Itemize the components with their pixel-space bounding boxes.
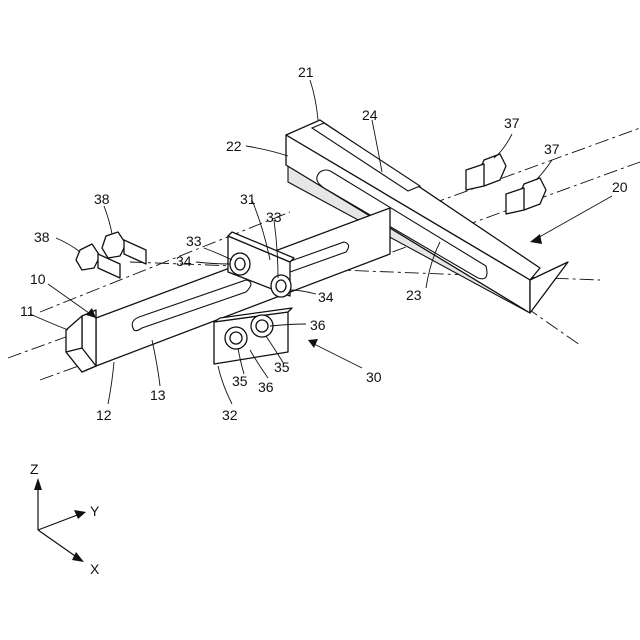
axis-label-x: X <box>90 561 100 577</box>
label-35b: 35 <box>274 359 290 375</box>
bolt-37-lower <box>506 178 546 214</box>
label-20: 20 <box>612 179 628 195</box>
label-36a: 36 <box>310 317 326 333</box>
label-34a: 34 <box>176 253 192 269</box>
label-32: 32 <box>222 407 238 423</box>
label-23: 23 <box>406 287 422 303</box>
axis-label-z: Z <box>30 461 39 477</box>
label-34b: 34 <box>318 289 334 305</box>
label-10: 10 <box>30 271 46 287</box>
label-37a: 37 <box>504 115 520 131</box>
label-36b: 36 <box>258 379 274 395</box>
label-24: 24 <box>362 107 378 123</box>
bolt-37-upper <box>466 154 506 190</box>
label-22: 22 <box>226 138 242 154</box>
label-33b: 33 <box>266 209 282 225</box>
label-37b: 37 <box>544 141 560 157</box>
label-12: 12 <box>96 407 112 423</box>
label-21: 21 <box>298 64 314 80</box>
coordinate-axes: Z Y X <box>30 461 100 577</box>
axis-label-y: Y <box>90 503 100 519</box>
label-13: 13 <box>150 387 166 403</box>
label-38b: 38 <box>34 229 50 245</box>
label-31: 31 <box>240 191 256 207</box>
label-38a: 38 <box>94 191 110 207</box>
label-35a: 35 <box>232 373 248 389</box>
label-30: 30 <box>366 369 382 385</box>
label-33a: 33 <box>186 233 202 249</box>
label-11: 11 <box>20 303 35 319</box>
